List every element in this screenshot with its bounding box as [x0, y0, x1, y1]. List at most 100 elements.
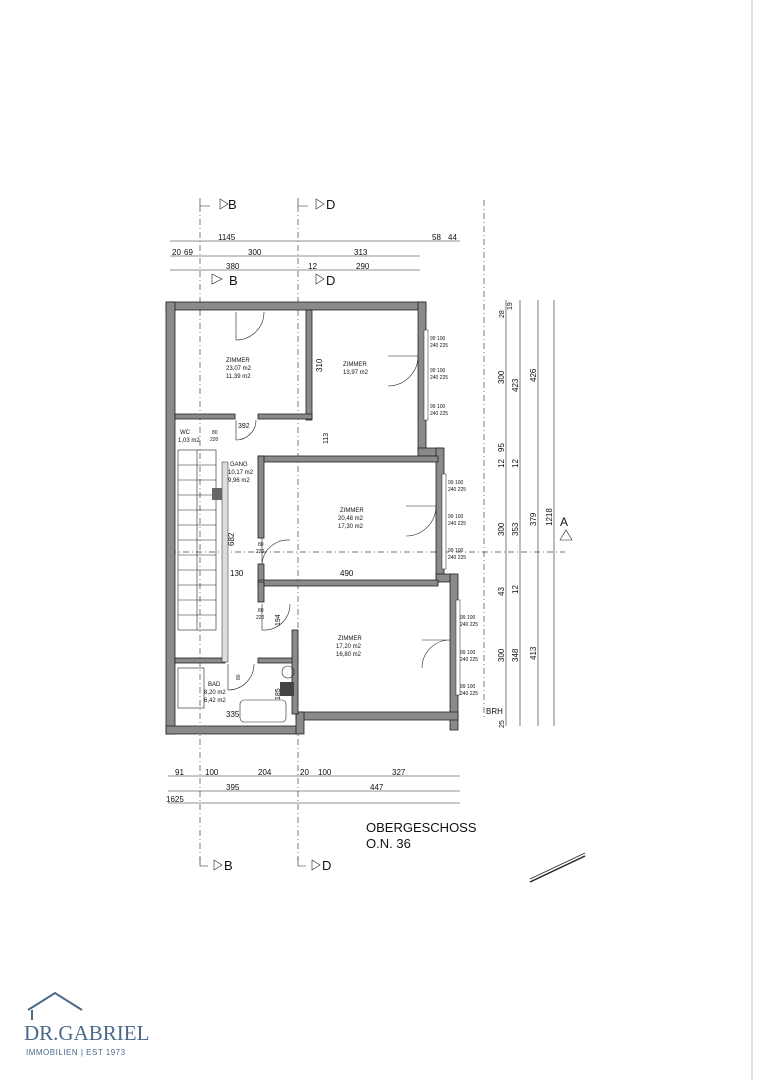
- svg-text:240 225: 240 225: [430, 375, 448, 381]
- dim-1145: 1145: [218, 233, 236, 242]
- company-logo: DR.GABRIEL IMMOBILIEN | EST 1973: [24, 991, 149, 1057]
- svg-text:99 100: 99 100: [430, 336, 446, 342]
- svg-text:240 225: 240 225: [460, 691, 478, 697]
- room-name-zimmer-3: ZIMMER: [340, 508, 364, 514]
- svg-text:B: B: [229, 273, 238, 288]
- svg-text:682: 682: [227, 532, 236, 546]
- section-marker-b-inner: B: [211, 273, 238, 288]
- svg-text:D: D: [326, 273, 335, 288]
- svg-text:379: 379: [529, 512, 538, 526]
- svg-text:395: 395: [226, 783, 240, 792]
- room-area1-gang: 10,17 m2: [228, 470, 254, 476]
- windows-right: 99 100 240 225 99 100 240 225 99 100 240…: [423, 329, 478, 697]
- svg-text:99 100: 99 100: [430, 404, 446, 410]
- svg-text:185: 185: [275, 688, 282, 700]
- svg-text:426: 426: [529, 368, 538, 382]
- room-name-zimmer-4: ZIMMER: [338, 636, 362, 642]
- room-name-bad: BAD: [208, 682, 221, 688]
- svg-text:D: D: [322, 858, 331, 873]
- doors: [227, 311, 451, 691]
- room-area1-zimmer-3: 20,48 m2: [338, 516, 364, 522]
- section-marker-d-bottom: D: [297, 858, 331, 873]
- room-name-zimmer-2: ZIMMER: [343, 362, 367, 368]
- svg-text:300: 300: [497, 648, 506, 662]
- svg-text:447: 447: [370, 783, 384, 792]
- svg-text:99 100: 99 100: [448, 480, 464, 486]
- svg-text:490: 490: [340, 569, 354, 578]
- plan-title: OBERGESCHOSS: [366, 820, 477, 835]
- svg-text:194: 194: [275, 614, 282, 626]
- svg-text:20: 20: [300, 768, 309, 777]
- room-area2-zimmer-4: 16,80 m2: [336, 652, 362, 658]
- room-name-gang: GANG: [230, 462, 248, 468]
- svg-text:220: 220: [256, 549, 265, 555]
- svg-text:240 225: 240 225: [448, 555, 466, 561]
- room-labels: ZIMMER 23,07 m2 11,39 m2 ZIMMER 13,97 m2…: [178, 358, 369, 704]
- svg-text:28: 28: [499, 310, 506, 318]
- section-marker-a: A: [559, 515, 573, 541]
- svg-text:130: 130: [230, 569, 244, 578]
- svg-text:99 100: 99 100: [460, 684, 476, 690]
- svg-text:99 100: 99 100: [460, 650, 476, 656]
- svg-text:240 225: 240 225: [448, 487, 466, 493]
- svg-text:240 225: 240 225: [448, 521, 466, 527]
- svg-text:240 225: 240 225: [460, 657, 478, 663]
- section-a-label: A: [560, 515, 568, 529]
- inner-dimensions: 310 392 80 220 113 682 130 490 80 220 80…: [210, 358, 354, 719]
- stairs: [177, 449, 222, 631]
- section-marker-b-bottom: B: [199, 858, 233, 873]
- svg-text:100: 100: [205, 768, 219, 777]
- section-marker-d-top: D: [297, 197, 335, 212]
- svg-text:392: 392: [238, 423, 250, 430]
- svg-text:300: 300: [497, 522, 506, 536]
- room-area2-zimmer-1: 11,39 m2: [226, 374, 251, 380]
- svg-text:80: 80: [212, 430, 218, 436]
- svg-text:240 225: 240 225: [430, 411, 448, 417]
- svg-text:99 100: 99 100: [430, 368, 446, 374]
- svg-text:25: 25: [499, 720, 506, 728]
- svg-text:95: 95: [497, 443, 506, 452]
- svg-text:80: 80: [236, 674, 242, 680]
- dim-44: 44: [448, 233, 457, 242]
- svg-text:19: 19: [507, 302, 514, 310]
- dim-20: 20: [172, 248, 181, 257]
- room-area1-zimmer-2: 13,97 m2: [343, 370, 369, 376]
- dim-300: 300: [248, 248, 262, 257]
- plan-level: O.N. 36: [366, 836, 411, 851]
- dim-313: 313: [354, 248, 368, 257]
- svg-text:240 225: 240 225: [460, 622, 478, 628]
- svg-text:310: 310: [315, 358, 324, 372]
- room-area1-bad: 8,20 m2: [204, 690, 226, 696]
- section-d-label: D: [326, 197, 335, 212]
- svg-text:220: 220: [210, 437, 219, 443]
- svg-text:12: 12: [497, 459, 506, 468]
- room-area2-bad: 6,42 m2: [204, 698, 226, 704]
- svg-text:113: 113: [323, 433, 330, 444]
- room-area1-wc: 1,03 m2: [178, 438, 200, 444]
- svg-text:1218: 1218: [545, 508, 554, 526]
- room-area1-zimmer-4: 17,20 m2: [336, 644, 362, 650]
- logo-brand: DR.GABRIEL: [24, 1021, 149, 1045]
- bottom-dimensions: 91 100 204 20 100 327 395 447 1625: [166, 768, 460, 804]
- svg-text:91: 91: [175, 768, 184, 777]
- svg-text:353: 353: [511, 522, 520, 536]
- svg-text:99 100: 99 100: [448, 514, 464, 520]
- svg-text:220: 220: [256, 615, 265, 621]
- svg-text:335: 335: [226, 710, 240, 719]
- logo-tagline: IMMOBILIEN | EST 1973: [26, 1048, 126, 1057]
- svg-text:423: 423: [511, 378, 520, 392]
- section-b-label: B: [228, 197, 237, 212]
- svg-text:12: 12: [511, 585, 520, 594]
- svg-text:99 100: 99 100: [460, 615, 476, 621]
- svg-text:80: 80: [258, 542, 264, 548]
- dim-380: 380: [226, 262, 240, 271]
- svg-text:99 100: 99 100: [448, 548, 464, 554]
- dim-69: 69: [184, 248, 193, 257]
- section-marker-b-top: B: [199, 197, 237, 212]
- room-name-zimmer-1: ZIMMER: [226, 358, 250, 364]
- bath-fixtures: [177, 665, 295, 723]
- svg-text:413: 413: [529, 646, 538, 660]
- room-area2-gang: 9,96 m2: [228, 478, 250, 484]
- room-area1-zimmer-1: 23,07 m2: [226, 366, 252, 372]
